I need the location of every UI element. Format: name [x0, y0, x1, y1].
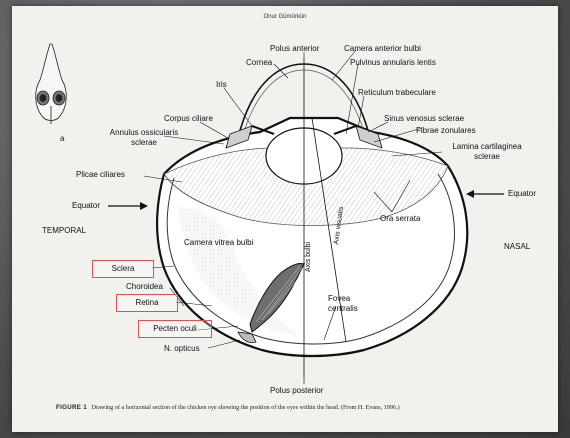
inset-label: a [60, 134, 64, 143]
label-pulvinus-annularis-lentis: Pulvinus annularis lentis [350, 58, 436, 68]
label-n-opticus: N. opticus [164, 344, 200, 354]
label-corpus-ciliare: Corpus ciliare [164, 114, 213, 124]
figure-caption: FIGURE 1 Drawing of a horizontal section… [56, 404, 526, 412]
label-sinus-venosus-sclerae: Sinus venosus sclerae [384, 114, 464, 124]
label-equator-left: Equator [72, 201, 100, 211]
label-plicae-ciliares: Plicae ciliares [76, 170, 125, 180]
eye-section-drawing [12, 6, 558, 432]
label-camera-anterior-bulbi: Camera anterior bulbi [344, 44, 421, 54]
label-polus-anterior: Polus anterior [270, 44, 319, 54]
label-polus-posterior: Polus posterior [270, 386, 323, 396]
label-lamina-cartilaginea-sclerae: Lamina cartilaginea sclerae [442, 142, 532, 162]
label-ora-serrata: Ora serrata [380, 214, 420, 224]
label-camera-vitrea-bulbi: Camera vitrea bulbi [184, 238, 253, 248]
label-equator-right: Equator [508, 189, 536, 199]
chicken-head-inset [36, 44, 67, 124]
caption-figure-number: FIGURE 1 [56, 404, 87, 411]
label-iris: Iris [216, 80, 227, 90]
label-axis-bulbi: Axis bulbi [305, 242, 312, 272]
label-retina: Retina [116, 294, 178, 312]
label-sclera: Sclera [92, 260, 154, 278]
label-choroidea: Choroidea [126, 282, 163, 292]
label-pecten-oculi: Pecten oculi [138, 320, 212, 338]
label-temporal: TEMPORAL [42, 226, 86, 236]
figure-page: Onur Gümürkün [12, 6, 558, 432]
label-fovea-centralis: Fovea centralis [328, 294, 368, 314]
label-nasal: NASAL [504, 242, 530, 252]
label-cornea: Cornea [246, 58, 272, 68]
label-annulus-ossicularis-sclerae: Annulus ossicularis sclerae [98, 128, 190, 148]
label-reticulum-trabeculare: Reticulum trabeculare [358, 88, 436, 98]
label-fibrae-zonulares: Fibrae zonulares [416, 126, 476, 136]
caption-text: Drawing of a horizontal section of the c… [92, 404, 400, 411]
